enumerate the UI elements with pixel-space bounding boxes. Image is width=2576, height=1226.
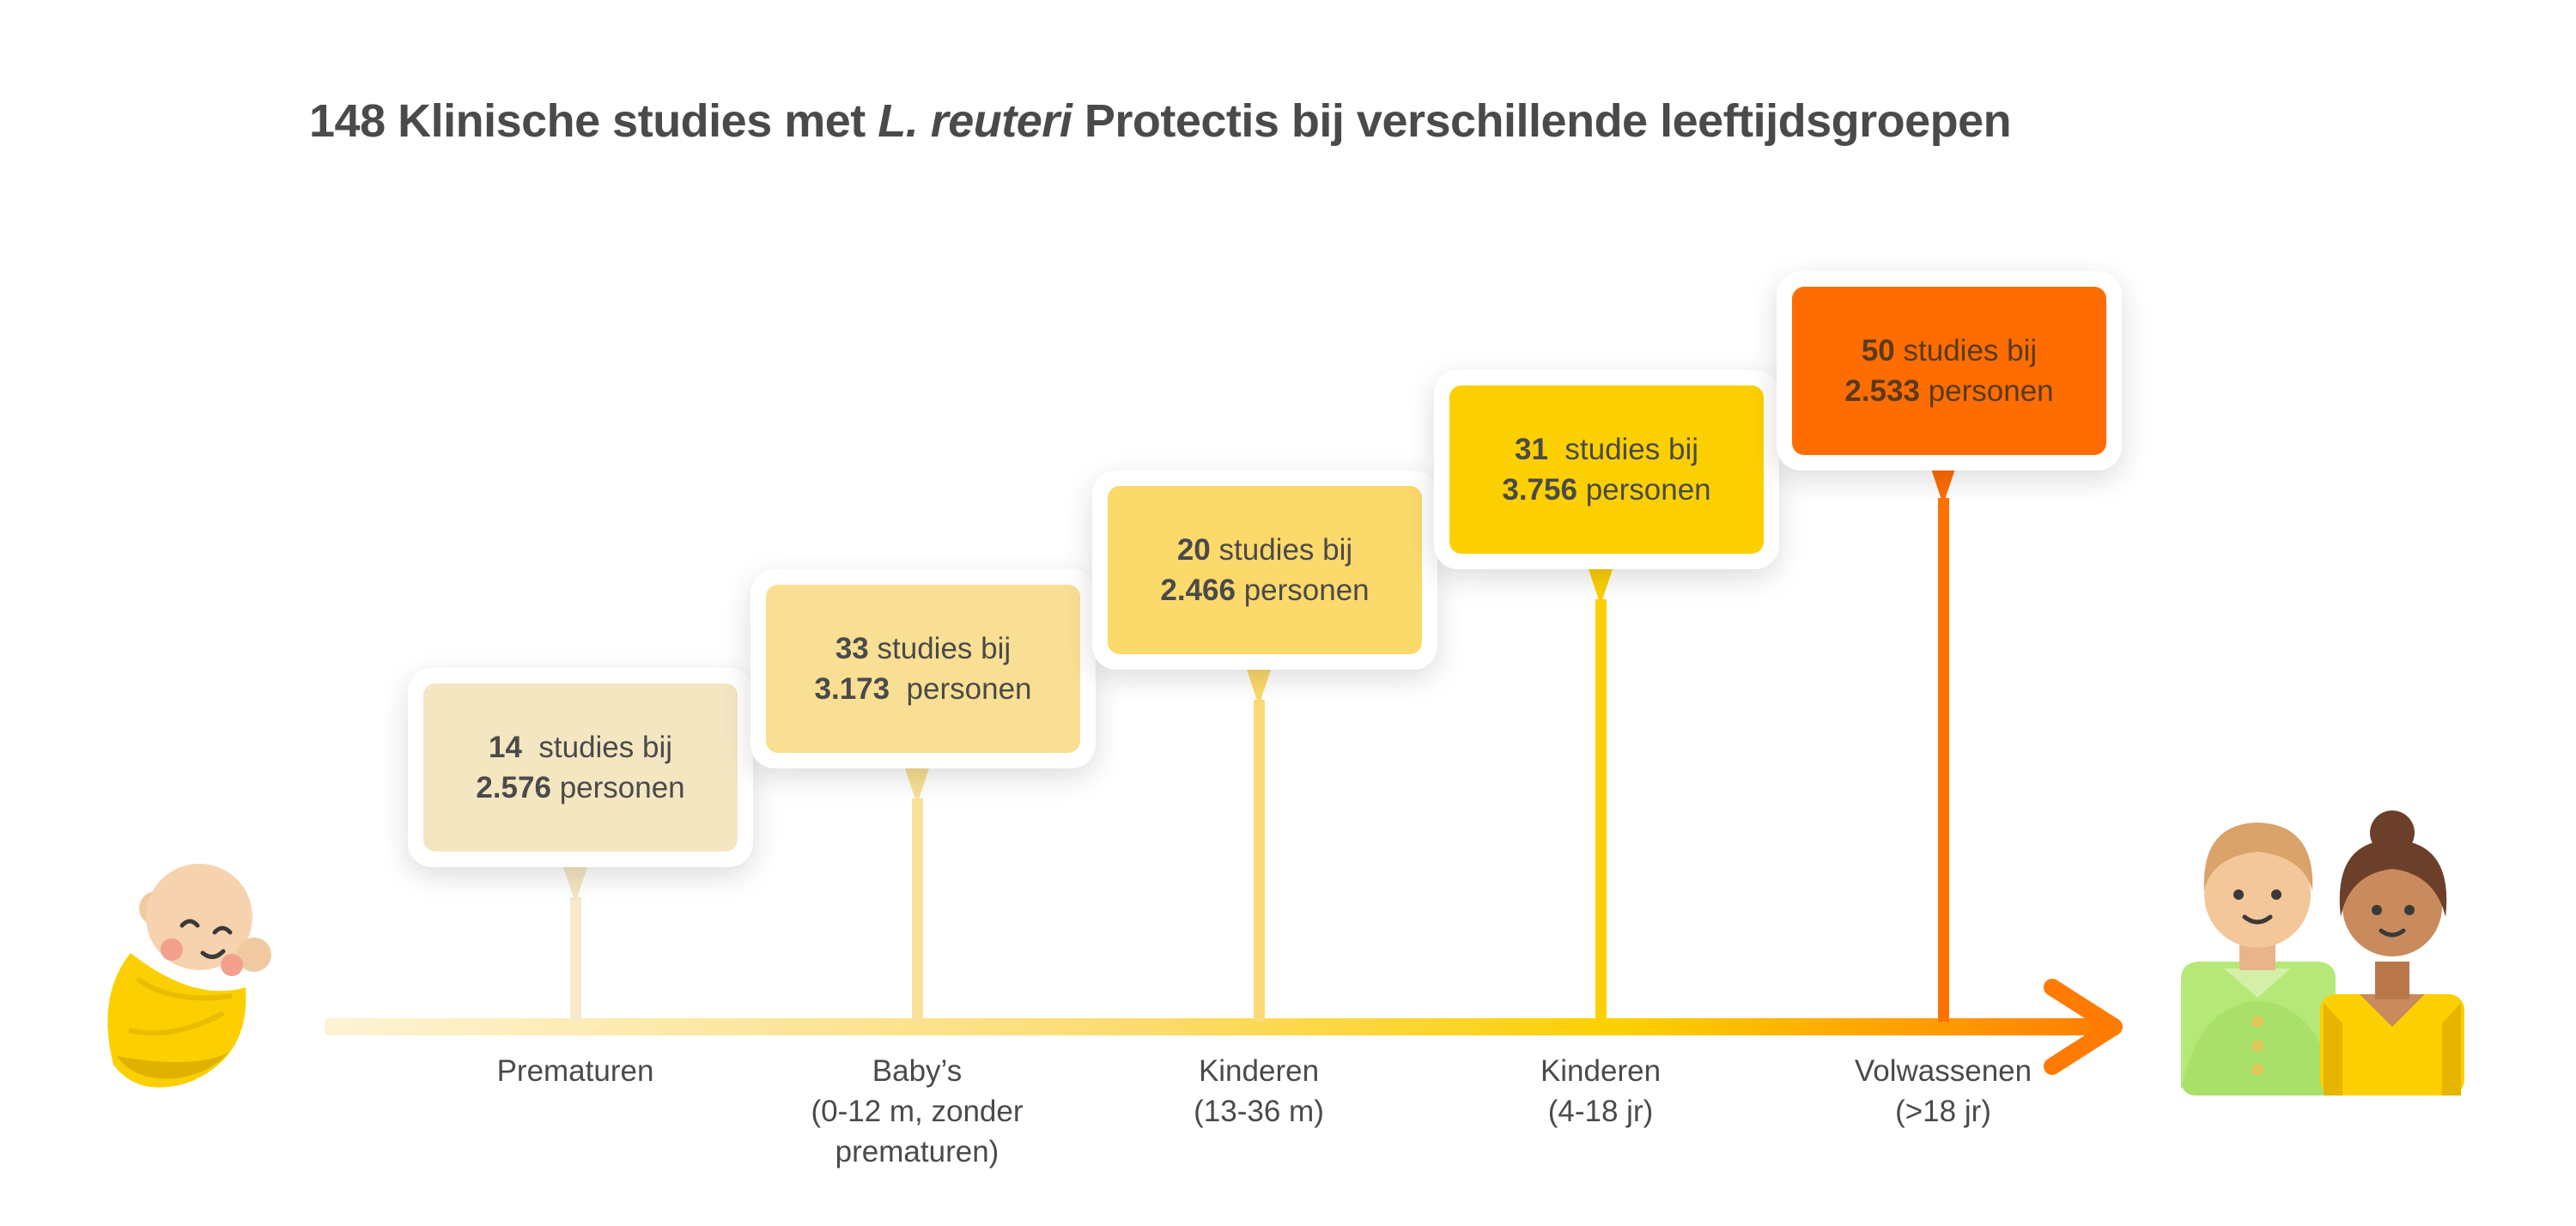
persons-count: 2.576 <box>476 771 551 804</box>
studies-text: studies bij <box>1218 533 1353 567</box>
studies-text: studies bij <box>1903 334 2038 367</box>
stage-card-volwassenen: 50 studies bij 2.533 personen <box>1792 287 2106 455</box>
label-line: Prematuren <box>496 1054 654 1088</box>
stem-3 <box>1254 700 1265 1022</box>
stage-label-prematuren: Prematuren <box>447 1051 704 1091</box>
stage-label-volwassenen: Volwassenen (>18 jr) <box>1814 1051 2072 1132</box>
studies-count: 50 <box>1861 334 1895 367</box>
label-line: (4-18 jr) <box>1547 1095 1654 1128</box>
studies-count: 20 <box>1176 533 1211 567</box>
persons-line: 2.576 personen <box>476 768 684 808</box>
baby-icon <box>107 864 271 1088</box>
studies-line: 20 studies bij <box>1177 530 1352 570</box>
stage-card-kinderen-13-36: 20 studies bij 2.466 personen <box>1108 486 1422 654</box>
studies-text: studies bij <box>877 632 1012 665</box>
persons-line: 2.533 personen <box>1844 371 2053 411</box>
stem-2 <box>912 798 923 1022</box>
persons-text: personen <box>1928 374 2054 408</box>
label-line: Volwassenen <box>1854 1054 2032 1088</box>
label-line: (0-12 m, zonder <box>811 1095 1024 1128</box>
persons-count: 3.756 <box>1502 473 1577 507</box>
label-line: prematuren) <box>835 1135 999 1168</box>
stage-card-prematuren: 14 studies bij 2.576 personen <box>423 683 738 852</box>
label-line: Kinderen <box>1540 1054 1662 1088</box>
stage-card-babys: 33 studies bij 3.173 personen <box>766 585 1080 753</box>
persons-count: 3.173 <box>814 672 890 706</box>
stage-label-kinderen-13-36: Kinderen (13-36 m) <box>1130 1051 1388 1132</box>
page-title: 148 Klinische studies met L. reuteri Pro… <box>309 94 2012 148</box>
label-line: Kinderen <box>1198 1054 1320 1088</box>
timeline-arrow-head <box>2044 979 2123 1075</box>
title-part1: 148 Klinische studies met <box>309 95 878 147</box>
persons-count: 2.533 <box>1844 374 1920 408</box>
persons-text: personen <box>559 771 685 804</box>
label-line: (>18 jr) <box>1895 1095 1991 1128</box>
persons-text: personen <box>906 672 1032 706</box>
studies-line: 33 studies bij <box>835 628 1011 669</box>
studies-line: 50 studies bij <box>1862 331 2037 371</box>
studies-line: 14 studies bij <box>489 727 672 768</box>
persons-count: 2.466 <box>1160 574 1236 607</box>
stage-label-babys: Baby’s (0-12 m, zonder prematuren) <box>788 1051 1046 1172</box>
label-line: Baby’s <box>872 1054 963 1088</box>
stem-1 <box>570 897 581 1022</box>
persons-line: 3.756 personen <box>1502 470 1710 510</box>
persons-text: personen <box>1585 473 1711 507</box>
title-part3: Protectis bij verschillende leeftijdsgro… <box>1072 95 2012 147</box>
persons-text: personen <box>1243 574 1370 607</box>
stem-4 <box>1595 599 1607 1022</box>
title-part2: L. reuteri <box>878 95 1072 147</box>
persons-line: 3.173 personen <box>815 669 1032 709</box>
adults-couple-icon <box>2181 810 2464 1096</box>
timeline-arrow-shaft <box>325 1018 2119 1035</box>
studies-count: 14 <box>488 731 522 764</box>
studies-count: 33 <box>835 632 869 665</box>
studies-text: studies bij <box>1564 433 1699 466</box>
label-line: (13-36 m) <box>1194 1095 1324 1128</box>
persons-line: 2.466 personen <box>1160 570 1369 610</box>
studies-count: 31 <box>1514 433 1548 466</box>
stage-card-kinderen-4-18: 31 studies bij 3.756 personen <box>1449 385 1764 554</box>
studies-text: studies bij <box>538 731 673 764</box>
stem-5 <box>1938 498 1949 1022</box>
stage-label-kinderen-4-18: Kinderen (4-18 jr) <box>1472 1051 1729 1132</box>
studies-line: 31 studies bij <box>1515 429 1698 470</box>
